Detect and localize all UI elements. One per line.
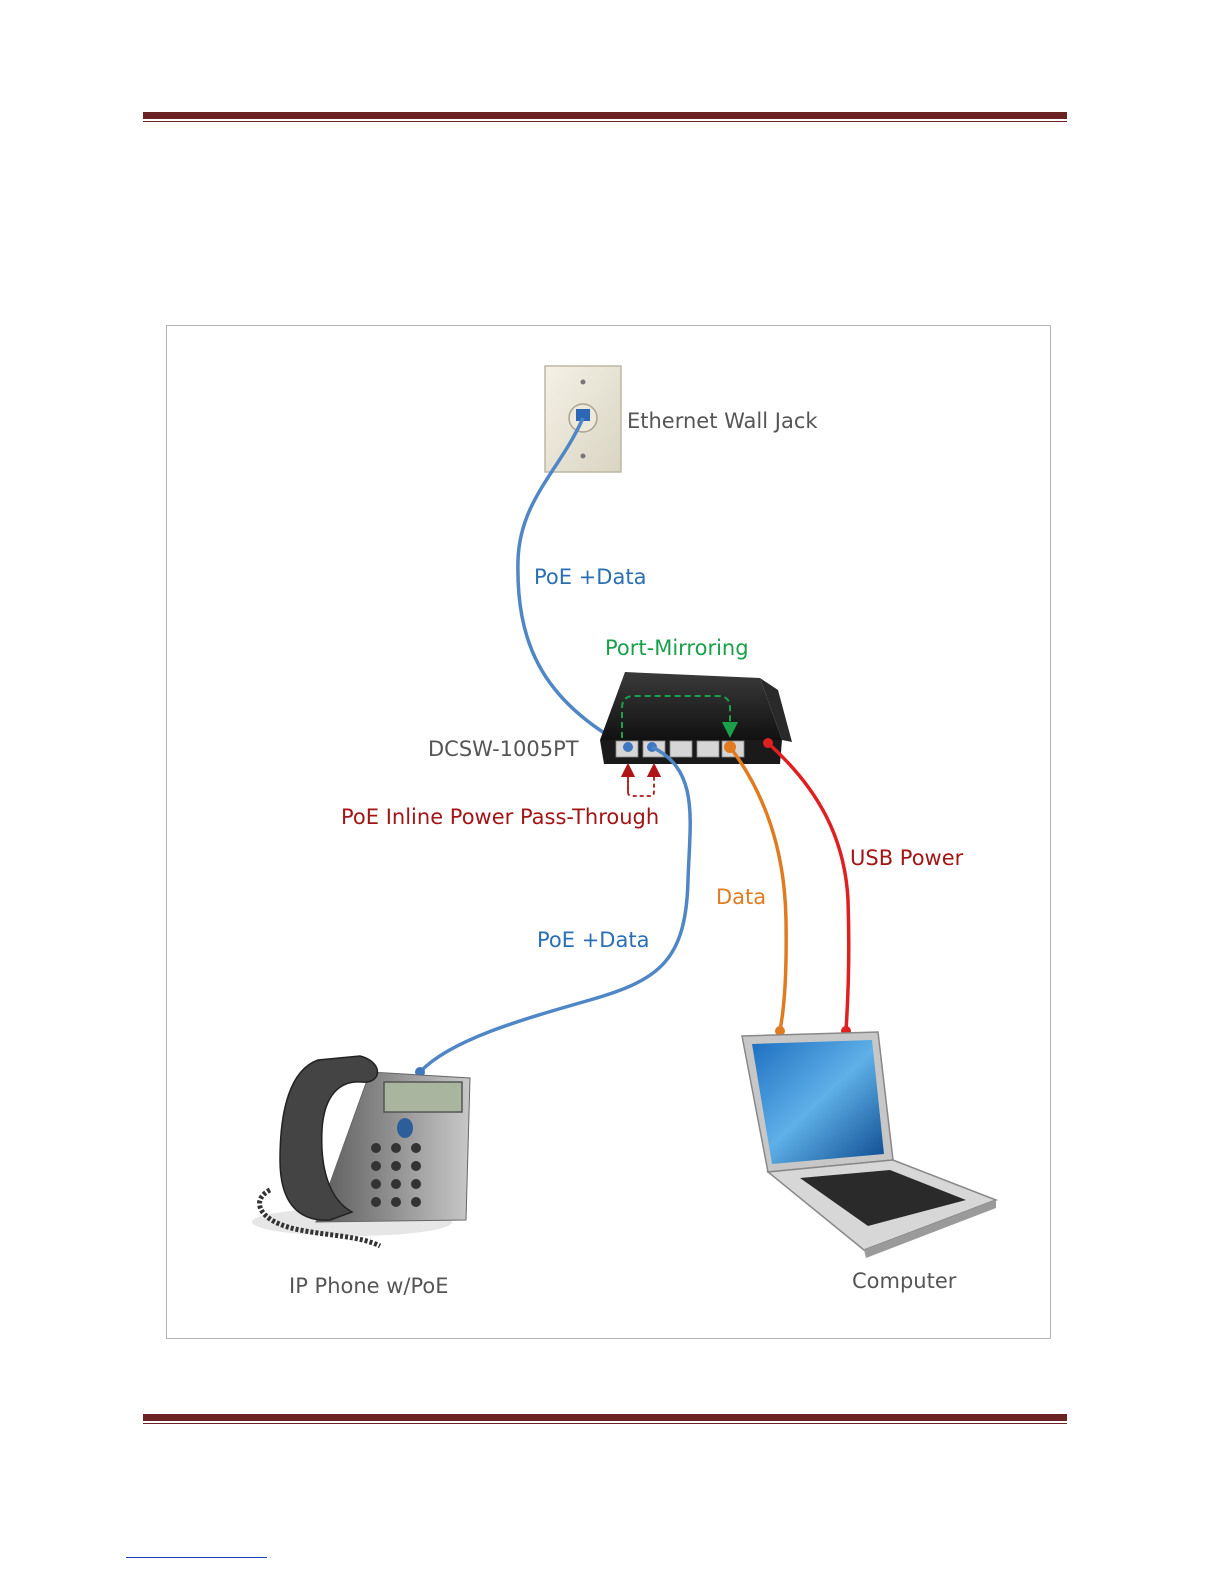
wall-jack-label: Ethernet Wall Jack — [627, 409, 818, 433]
footer-rule — [143, 1414, 1067, 1424]
pass-through-label: PoE Inline Power Pass-Through — [341, 805, 659, 829]
poe-data-bottom-label: PoE +Data — [537, 928, 649, 952]
ip-phone-label: IP Phone w/PoE — [289, 1274, 449, 1298]
pass-through-arrows — [628, 770, 654, 796]
footnote-separator — [126, 1557, 267, 1558]
switch-model-label: DCSW-1005PT — [428, 737, 579, 761]
laptop-icon — [742, 1032, 996, 1258]
computer-label: Computer — [852, 1269, 956, 1293]
usb-power-label: USB Power — [850, 846, 963, 870]
poe-data-top-label: PoE +Data — [534, 565, 646, 589]
data-label: Data — [716, 885, 766, 909]
usb-power-cable — [768, 743, 849, 1030]
port-mirroring-label: Port-Mirroring — [605, 636, 749, 660]
ip-phone-icon — [252, 1056, 470, 1246]
